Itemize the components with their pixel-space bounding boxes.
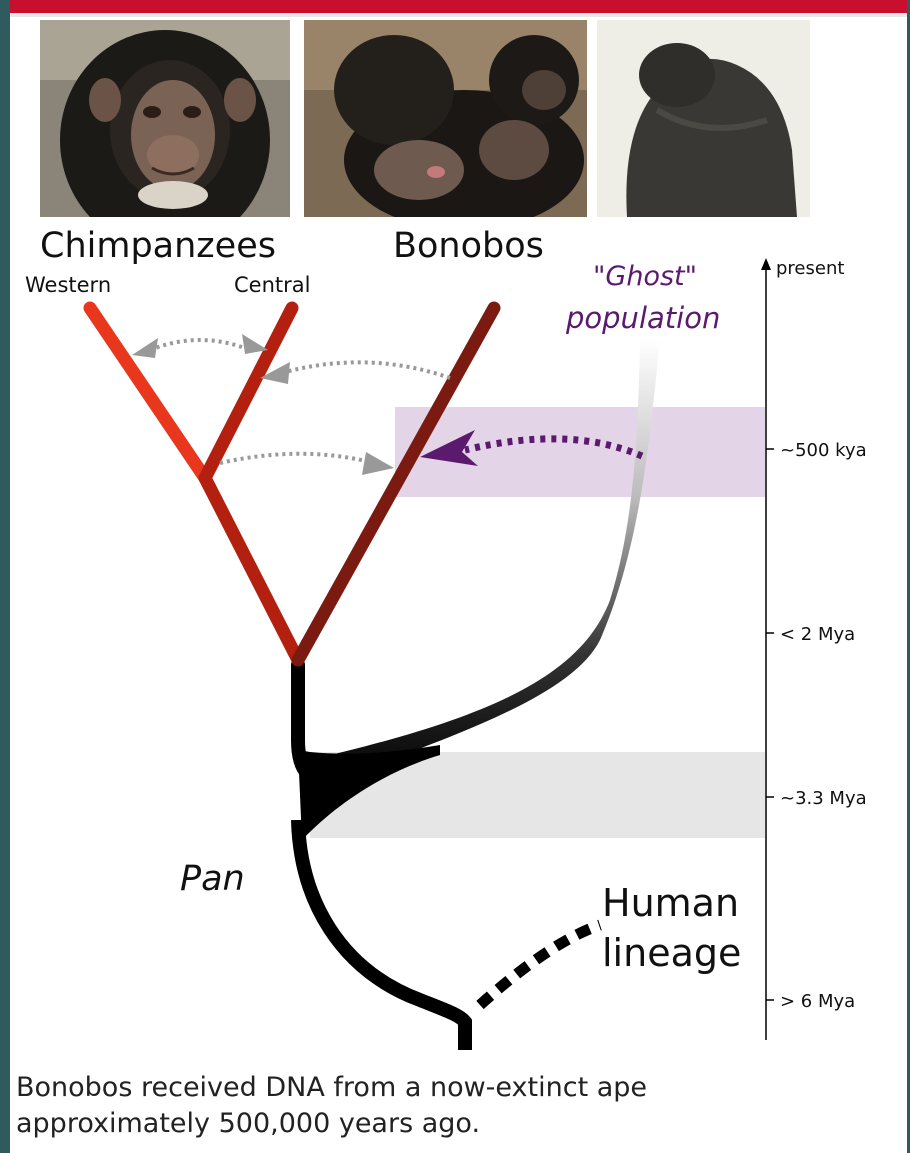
label-pan: Pan: [180, 859, 245, 899]
label-chimpanzees: Chimpanzees: [40, 226, 276, 266]
gene-flow-chimp-bonobo: [220, 454, 370, 463]
label-human-line1: Human: [602, 881, 739, 925]
western-branch: [90, 308, 205, 478]
time-label-500kya: ~500 kya: [780, 440, 867, 461]
caption-line-1: Bonobos received DNA from a now-extinct …: [16, 1070, 896, 1106]
chimpanzee-stem-branch: [205, 478, 298, 660]
time-label-6mya: > 6 Mya: [780, 991, 855, 1012]
phylogeny-diagram: present ~500 kya < 2 Mya ~3.3 Mya > 6 My…: [10, 0, 907, 1070]
pan-human-split-branch: [298, 820, 465, 1050]
label-central: Central: [234, 273, 310, 297]
label-western: Western: [25, 273, 111, 297]
gene-flow-western-central: [150, 340, 250, 350]
arrow-head-icon: [132, 338, 158, 358]
time-label-3-3mya: ~3.3 Mya: [780, 788, 867, 809]
gene-flow-bonobo-central: [285, 362, 450, 378]
central-branch: [205, 308, 292, 478]
time-label-present: present: [776, 258, 844, 279]
arrow-head-icon: [362, 452, 394, 475]
label-ghost-line1: "Ghost": [593, 261, 697, 292]
label-bonobos: Bonobos: [393, 226, 544, 266]
figure-caption: Bonobos received DNA from a now-extinct …: [16, 1070, 896, 1142]
label-human-line2: lineage: [602, 931, 741, 975]
label-ghost-line2: population: [565, 301, 720, 335]
time-axis-arrow-icon: [761, 258, 771, 270]
human-lineage-branch: [480, 925, 600, 1005]
figure-card: present ~500 kya < 2 Mya ~3.3 Mya > 6 My…: [10, 0, 907, 1153]
caption-line-2: approximately 500,000 years ago.: [16, 1106, 896, 1142]
time-label-2mya: < 2 Mya: [780, 624, 855, 645]
